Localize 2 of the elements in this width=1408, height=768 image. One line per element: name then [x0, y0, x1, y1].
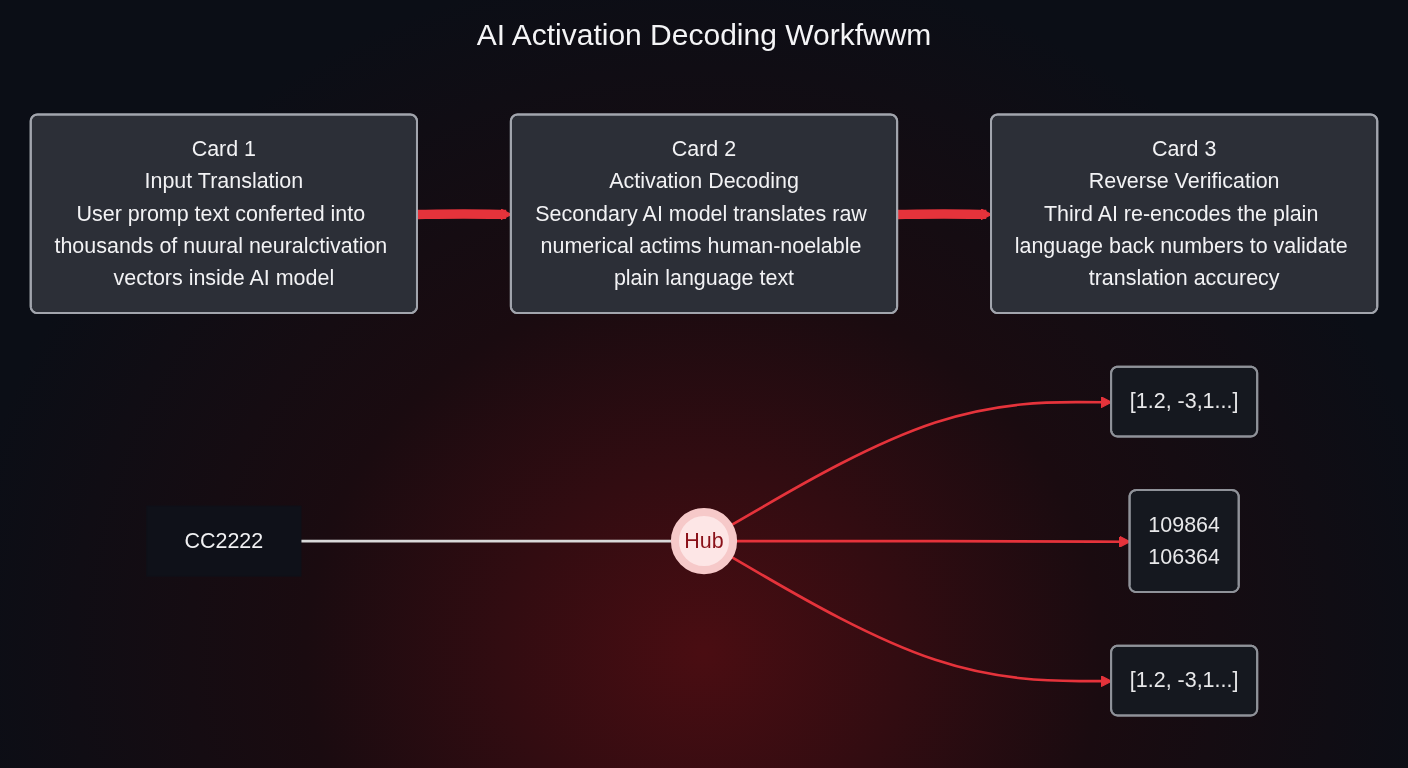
- diagram-title: AI Activation Decoding Workfwwm: [476, 18, 932, 52]
- node-box: [146, 505, 302, 577]
